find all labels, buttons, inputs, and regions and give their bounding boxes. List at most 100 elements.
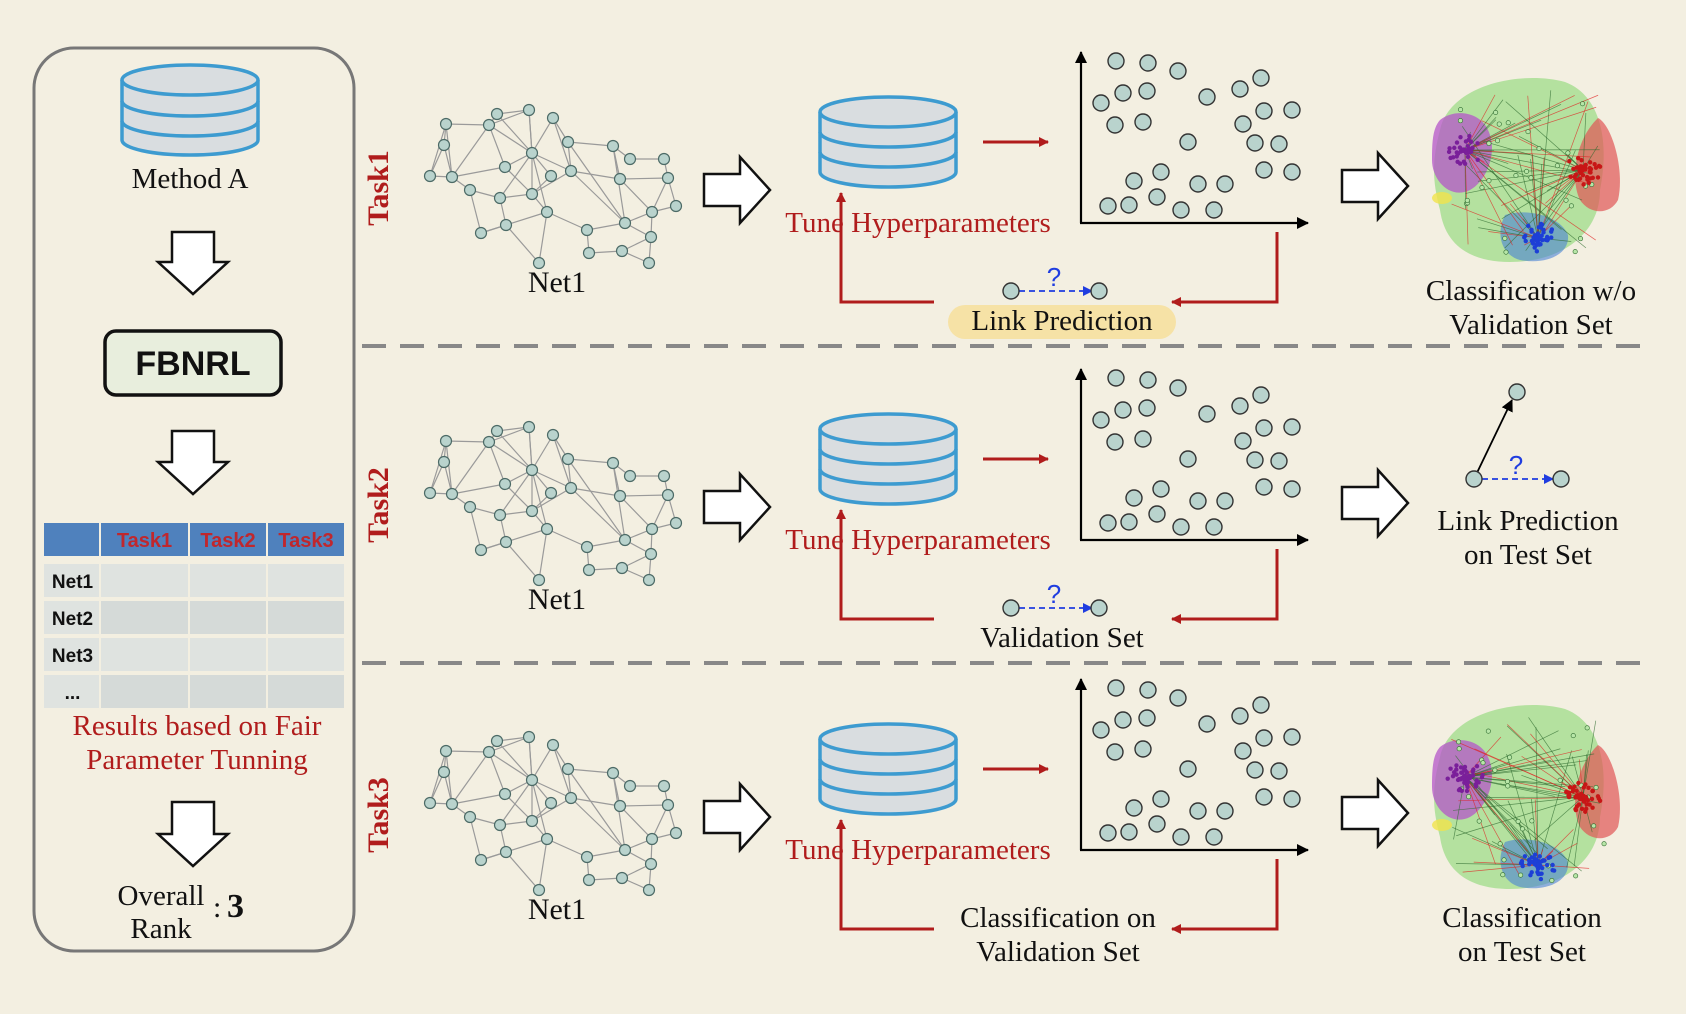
flow-arrow-icon bbox=[1340, 776, 1410, 850]
network-edge bbox=[531, 469, 548, 530]
link-node bbox=[1552, 470, 1570, 488]
network-node bbox=[606, 766, 620, 780]
scatter-point bbox=[1114, 401, 1132, 419]
feedback-arrow bbox=[1171, 859, 1279, 934]
network-node bbox=[498, 787, 512, 801]
scatter-point bbox=[1252, 386, 1270, 404]
question-mark: ? bbox=[1047, 579, 1061, 609]
network-edge bbox=[619, 178, 653, 213]
table-cell bbox=[268, 638, 344, 671]
network-edge bbox=[570, 170, 626, 224]
network-edge bbox=[570, 797, 626, 851]
network-edge bbox=[531, 469, 572, 489]
network-node bbox=[564, 481, 578, 495]
network-edge bbox=[531, 779, 548, 840]
network-node bbox=[623, 152, 637, 166]
network-edge bbox=[505, 851, 540, 891]
scatter-point bbox=[1246, 761, 1264, 779]
network-node bbox=[474, 226, 488, 240]
scatter-point bbox=[1283, 728, 1301, 746]
feedback-label: Link Prediction bbox=[971, 305, 1153, 337]
scatter-point bbox=[1107, 679, 1125, 697]
table-cell bbox=[190, 675, 266, 708]
table-row-header: Net2 bbox=[52, 609, 93, 630]
table-cell bbox=[44, 601, 99, 634]
tune-hyperparameters-label: Tune Hyperparameters bbox=[785, 524, 1051, 556]
network-node bbox=[474, 853, 488, 867]
network-node bbox=[445, 487, 459, 501]
network-node bbox=[498, 160, 512, 174]
scatter-point bbox=[1139, 681, 1157, 699]
scatter-point bbox=[1106, 116, 1124, 134]
table-header-cell bbox=[44, 523, 99, 556]
scatter-point bbox=[1107, 52, 1125, 70]
scatter-point bbox=[1255, 161, 1273, 179]
network-node bbox=[657, 469, 671, 483]
network-edge bbox=[570, 487, 621, 497]
scatter-point bbox=[1234, 742, 1252, 760]
network-edge bbox=[651, 177, 669, 213]
network-node bbox=[525, 187, 539, 201]
task-label: Task3 bbox=[362, 777, 395, 853]
table-cell bbox=[101, 638, 188, 671]
network-edge bbox=[586, 539, 626, 548]
scatter-point bbox=[1148, 188, 1166, 206]
network-node bbox=[606, 456, 620, 470]
network-node bbox=[582, 246, 596, 260]
network-node bbox=[623, 469, 637, 483]
network-graph bbox=[423, 103, 683, 270]
network-edge bbox=[469, 816, 482, 861]
table-cell bbox=[268, 601, 344, 634]
question-mark: ? bbox=[1047, 262, 1061, 292]
network-node bbox=[482, 435, 496, 449]
network-label: Net1 bbox=[528, 583, 586, 616]
network-node bbox=[580, 223, 594, 237]
network-node bbox=[499, 845, 513, 859]
scatter-point bbox=[1138, 82, 1156, 100]
network-node bbox=[669, 826, 683, 840]
link-node bbox=[1090, 282, 1108, 300]
scatter-point bbox=[1255, 729, 1273, 747]
table-cell bbox=[101, 601, 188, 634]
scatter-point bbox=[1283, 418, 1301, 436]
network-edge bbox=[567, 141, 626, 224]
rank-label: Rank bbox=[130, 913, 192, 945]
network-edge bbox=[469, 189, 482, 234]
network-node bbox=[532, 883, 546, 897]
network-node bbox=[463, 500, 477, 514]
scatter-point bbox=[1255, 788, 1273, 806]
method-label: Method A bbox=[132, 163, 249, 195]
network-node bbox=[644, 857, 658, 871]
network-edge bbox=[531, 117, 554, 154]
network-edge bbox=[445, 440, 490, 443]
link-node bbox=[1002, 282, 1020, 300]
network-node bbox=[645, 522, 659, 536]
network-node bbox=[642, 256, 656, 270]
network-node bbox=[544, 486, 558, 500]
network-node bbox=[423, 486, 437, 500]
link-node bbox=[1465, 470, 1483, 488]
scatter-point bbox=[1125, 172, 1143, 190]
network-node bbox=[540, 522, 554, 536]
network-edge bbox=[504, 166, 533, 195]
network-node bbox=[669, 199, 683, 213]
table-row-header: ... bbox=[65, 683, 81, 704]
network-edge bbox=[496, 113, 533, 154]
network-edge bbox=[451, 441, 490, 495]
network-edge bbox=[567, 141, 614, 147]
scatter-point bbox=[1189, 802, 1207, 820]
flow-arrow-icon bbox=[1340, 466, 1410, 540]
table-cell bbox=[44, 638, 99, 671]
network-node bbox=[423, 169, 437, 183]
network-edge bbox=[488, 736, 530, 753]
network-graph bbox=[423, 730, 683, 897]
scatter-point bbox=[1252, 69, 1270, 87]
link-node bbox=[1090, 599, 1108, 617]
community-graph-image bbox=[1432, 78, 1620, 263]
scatter-point bbox=[1099, 514, 1117, 532]
scatter-point bbox=[1114, 84, 1132, 102]
